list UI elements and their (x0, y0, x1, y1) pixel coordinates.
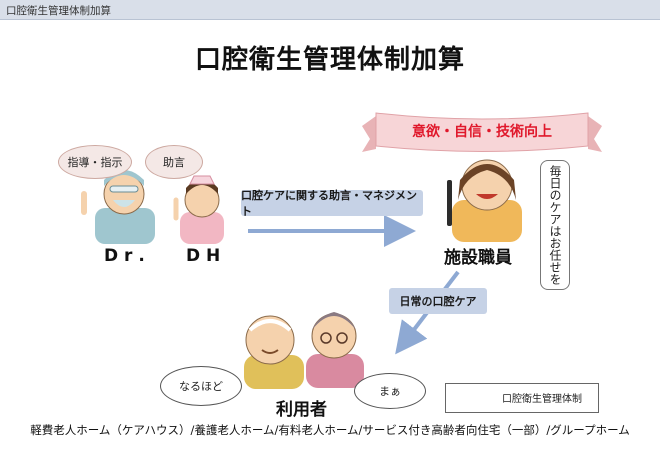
ribbon-banner (362, 112, 602, 152)
advice-bubble-text: 助言 (163, 156, 185, 169)
hygienist-figure (173, 175, 224, 244)
advice-bubble: 助言 (145, 145, 203, 179)
advice-management-text: 口腔ケアに関する助言・マネジメント (241, 189, 417, 218)
speech-right-text: まぁ (379, 385, 401, 398)
speech-bubble-left: なるほど (160, 366, 242, 406)
legend-box (445, 383, 599, 413)
user-label: 利用者 (276, 400, 327, 420)
users-figure (244, 312, 364, 389)
staff-figure (447, 159, 522, 242)
legend-label: 口腔衛生管理体制 (502, 394, 582, 405)
doctor-figure (81, 170, 155, 244)
speech-bubble-right: まぁ (354, 373, 426, 409)
footer-facility-list: 軽費老人ホーム（ケアハウス）/養護老人ホーム/有料老人ホーム/サービス付き高齢者… (30, 423, 630, 437)
header-title: 口腔衛生管理体制加算 (6, 5, 111, 17)
advice-management-label: 口腔ケアに関する助言・マネジメント (241, 189, 423, 218)
doctor-label: D r . (104, 246, 145, 266)
side-note-text: 毎日のケアはお任せを (548, 165, 562, 285)
instruction-bubble-text: 指導・指示 (67, 156, 123, 169)
instruction-bubble: 指導・指示 (58, 145, 132, 179)
banner-text: 意欲・自信・技術向上 (412, 124, 552, 140)
side-note: 毎日のケアはお任せを (540, 160, 570, 290)
hygienist-label: D H (186, 246, 221, 266)
header-bar (0, 0, 660, 20)
daily-care-label: 日常の口腔ケア (389, 288, 487, 314)
page-title: 口腔衛生管理体制加算 (194, 45, 465, 75)
speech-left-text: なるほど (179, 380, 223, 393)
daily-care-text: 日常の口腔ケア (399, 295, 477, 308)
staff-label: 施設職員 (444, 248, 512, 268)
